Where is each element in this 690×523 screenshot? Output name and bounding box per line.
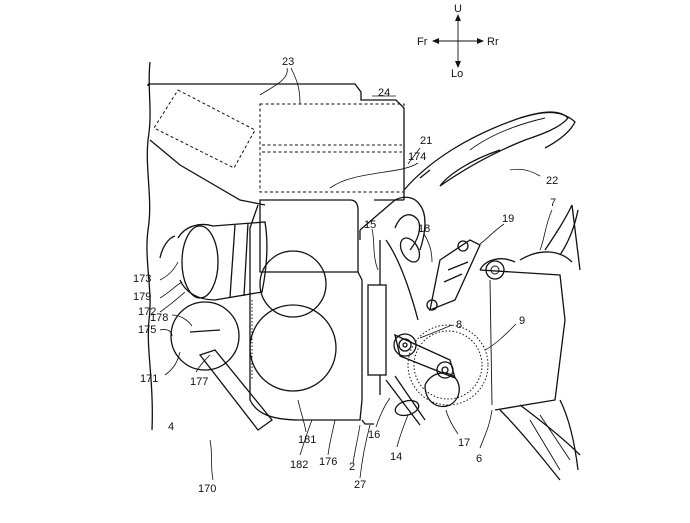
label-16: 16 — [368, 429, 380, 441]
label-9: 9 — [519, 315, 525, 327]
label-24: 24 — [378, 87, 390, 99]
label-23: 23 — [282, 56, 294, 68]
throttle-body-175 — [170, 301, 273, 431]
label-4: 4 — [168, 421, 174, 433]
label-2: 2 — [349, 461, 355, 473]
label-17: 17 — [458, 437, 470, 449]
sprocket-9 — [407, 324, 489, 406]
engine-2 — [249, 199, 374, 425]
rear-body-7 — [479, 204, 581, 411]
label-177: 177 — [190, 376, 208, 388]
swingarm-6 — [499, 399, 581, 481]
intake-173 — [159, 221, 268, 301]
label-15: 15 — [364, 219, 376, 231]
label-176: 176 — [319, 456, 337, 468]
label-7: 7 — [550, 197, 556, 209]
compass-up-label: U — [454, 3, 462, 15]
label-174: 174 — [408, 151, 426, 163]
label-27: 27 — [354, 479, 366, 491]
label-8: 8 — [456, 319, 462, 331]
frame-member-15 — [359, 196, 426, 395]
direction-compass: U Lo Fr Rr — [417, 3, 499, 80]
label-6: 6 — [476, 453, 482, 465]
label-172: 172 — [138, 306, 156, 318]
label-18: 18 — [418, 223, 430, 235]
rear-fender — [403, 111, 576, 191]
label-178: 178 — [150, 312, 168, 324]
label-14: 14 — [390, 451, 402, 463]
label-175: 175 — [138, 324, 156, 336]
label-182: 182 — [290, 459, 308, 471]
leader-lines — [159, 67, 553, 481]
label-19: 19 — [502, 213, 514, 225]
label-173: 173 — [133, 273, 151, 285]
label-170: 170 — [198, 483, 216, 495]
drive-unit-8 — [385, 333, 460, 426]
component-23 — [153, 89, 405, 193]
compass-front-label: Fr — [417, 36, 428, 48]
label-22: 22 — [546, 175, 558, 187]
label-181: 181 — [298, 434, 316, 446]
reference-numerals: 23 24 21 22 174 15 18 19 7 8 9 173 179 1… — [133, 56, 558, 495]
compass-rear-label: Rr — [487, 36, 499, 48]
label-179: 179 — [133, 291, 151, 303]
label-21: 21 — [420, 135, 432, 147]
compass-down-label: Lo — [451, 68, 463, 80]
label-171: 171 — [140, 373, 158, 385]
frame-outline — [146, 61, 405, 431]
rear-cushion-18 — [426, 239, 481, 312]
